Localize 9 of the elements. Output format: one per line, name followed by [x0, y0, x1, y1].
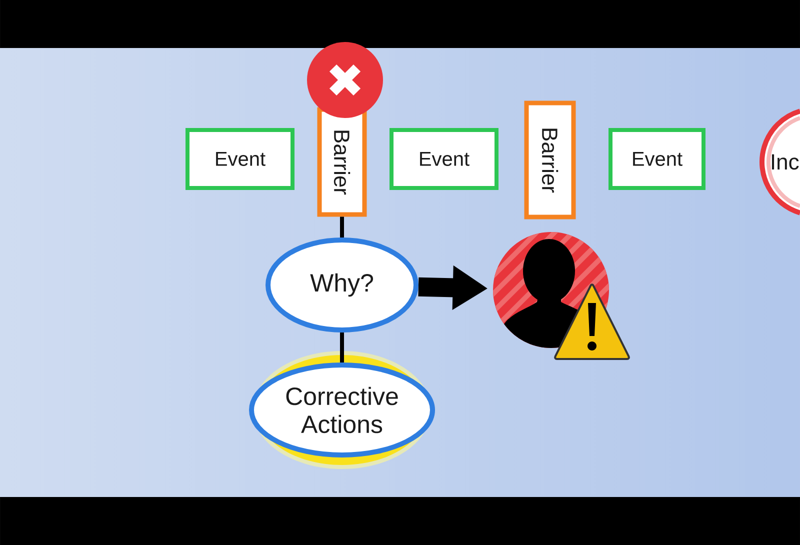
event-box: Event: [608, 128, 706, 190]
event-box: Event: [390, 128, 498, 190]
oval-node: Why?: [266, 238, 418, 332]
event-box: Event: [186, 128, 294, 190]
highlighted-oval: Corrective Actions: [249, 351, 436, 469]
connector-line: [340, 216, 344, 238]
barrier-box: Barrier: [524, 100, 576, 220]
connector-line: [340, 332, 344, 362]
barrier-box: Barrier: [317, 107, 367, 217]
